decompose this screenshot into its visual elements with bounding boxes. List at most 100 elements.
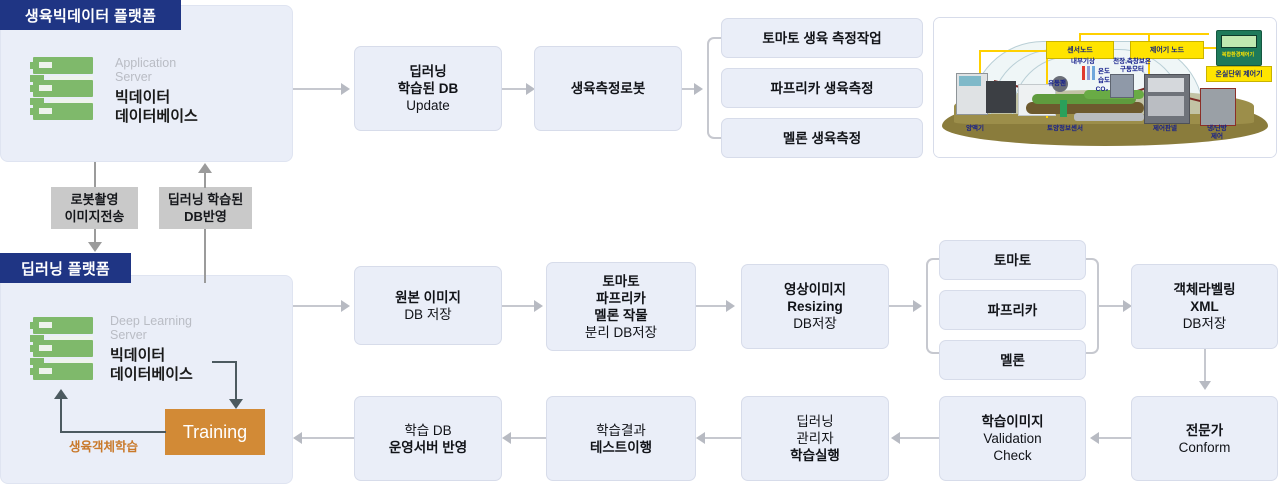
flow-arrowhead [1123, 300, 1132, 312]
process-box-text: 토마토 생육 측정작업 [762, 30, 882, 46]
fan-icon [1052, 76, 1068, 92]
process-box-tomato[interactable]: 토마토 [939, 240, 1086, 280]
crop-row-icon [1032, 94, 1136, 104]
process-box-dl-db-update[interactable]: 딥러닝 학습된 DB Update [354, 46, 502, 131]
link-chip-db-reflect: 딥러닝 학습된 DB반영 [159, 187, 252, 229]
bigdata-to-deeplearning-arrowhead [88, 242, 102, 252]
greenhouse-wire [1148, 56, 1150, 88]
process-box-text: 토마토 [993, 252, 1032, 268]
label-humidity: 습도 [1098, 77, 1110, 84]
flow-arrowhead [694, 83, 703, 95]
process-box-crop-split-db[interactable]: 토마토 파프리카 멜론 작물 분리 DB저장 [546, 262, 696, 351]
process-box-text: 멜론 [1000, 352, 1025, 368]
flow-connector [300, 437, 354, 439]
process-box-growth-robot[interactable]: 생육측정로봇 [534, 46, 682, 131]
flow-arrowhead [293, 432, 302, 444]
server-role-text: Deep Learning Server [110, 314, 193, 342]
flow-arrowhead [526, 83, 535, 95]
process-box-text: 파프리카 생육측정 [770, 80, 874, 96]
label-control-panel: 제어판넬 [1153, 125, 1177, 132]
process-box-expert-conform[interactable]: 전문가 Conform [1131, 396, 1278, 481]
flow-arrowhead [341, 300, 350, 312]
link-chip-label: 로봇촬영 이미지전송 [64, 192, 125, 224]
process-box-text: 학습이미지 Validation Check [981, 414, 1044, 463]
flow-arrowhead [696, 432, 705, 444]
process-box-paprika[interactable]: 파프리카 [939, 290, 1086, 330]
flow-connector [898, 437, 939, 439]
greenhouse-diagram: 복합환경제어기 센서노드 제어기 노드 온실단위 제어기 내부기상 천장,측창보… [934, 18, 1276, 157]
training-inbound-connector [212, 361, 237, 363]
flow-arrowhead [913, 300, 922, 312]
process-box-tomato-measure[interactable]: 토마토 생육 측정작업 [721, 18, 923, 58]
process-box-text: 멜론 생육측정 [782, 130, 862, 146]
training-inbound-connector [235, 361, 237, 401]
label-soil-sensor: 토양정보센서 [1047, 125, 1083, 132]
platform-tab-label-deeplearning: 딥러닝 플랫폼 [20, 260, 111, 278]
branch-bracket-top [707, 37, 721, 139]
hvac-photo-icon [1200, 88, 1236, 126]
server-role-caption-deeplearning: Deep Learning Server [110, 314, 285, 342]
flow-connector [1204, 349, 1206, 383]
flow-arrowhead [341, 83, 350, 95]
server-name-caption-deeplearning: 빅데이터 데이터베이스 [110, 346, 285, 384]
flow-connector [293, 305, 342, 307]
process-box-melon-measure[interactable]: 멜론 생육측정 [721, 118, 923, 158]
environment-controller-screen [1221, 35, 1257, 48]
control-panel-screen [1148, 78, 1184, 92]
flow-arrowhead [534, 300, 543, 312]
process-box-text: 파프리카 [987, 302, 1038, 318]
process-box-text: 딥러닝 관리자 학습실행 [790, 414, 840, 463]
label-internal-weather: 내부기상 [1071, 58, 1095, 65]
bigdata-to-deeplearning-connector [94, 229, 96, 243]
process-box-text: 학습 DB 운영서버 반영 [388, 422, 468, 455]
deeplearning-to-bigdata-connector [204, 172, 206, 188]
process-box-paprika-measure[interactable]: 파프리카 생육측정 [721, 68, 923, 108]
label-temperature: 온도 [1098, 68, 1110, 75]
training-loop-connector [60, 431, 166, 433]
branch-merge-bracket [1086, 258, 1099, 354]
control-panel-screen [1148, 96, 1184, 116]
callout-greenhouse-unit-controller: 온실단위 제어기 [1206, 66, 1272, 82]
process-box-text: 생육측정로봇 [570, 81, 646, 96]
server-role-text: Application Server [115, 56, 177, 84]
link-chip-label: 딥러닝 학습된 DB반영 [167, 192, 244, 224]
thermometer-icon [1082, 66, 1085, 80]
greenhouse-wire [1079, 33, 1209, 35]
soil-sensor-icon [1060, 100, 1067, 117]
flow-connector [502, 305, 536, 307]
process-box-melon[interactable]: 멜론 [939, 340, 1086, 380]
flow-connector [889, 305, 915, 307]
flow-arrowhead [726, 300, 735, 312]
flow-arrowhead [891, 432, 900, 444]
process-box-train-db-deploy[interactable]: 학습 DB 운영서버 반영 [354, 396, 502, 481]
process-box-dl-manager-run[interactable]: 딥러닝 관리자 학습실행 [741, 396, 889, 481]
server-icon [30, 317, 93, 380]
label-nutrient-machine: 양액기 [966, 125, 984, 132]
label-hvac-control: 냉/난방 제어 [1207, 125, 1227, 140]
process-box-text: 원본 이미지 DB 저장 [395, 289, 461, 322]
flow-connector [1099, 305, 1125, 307]
nutrient-machine-icon [959, 76, 981, 86]
process-box-original-image-db[interactable]: 원본 이미지 DB 저장 [354, 266, 502, 345]
server-icon [30, 57, 93, 120]
training-label: Training [182, 422, 248, 442]
process-box-train-result-test[interactable]: 학습결과 테스트이행 [546, 396, 696, 481]
training-loop-connector [60, 398, 62, 432]
flow-connector [703, 437, 741, 439]
platform-tab-bigdata: 생육빅데이터 플랫폼 [0, 0, 181, 30]
greenhouse-wire [979, 50, 981, 86]
platform-tab-label-bigdata: 생육빅데이터 플랫폼 [24, 7, 157, 25]
training-button[interactable]: Training [165, 409, 265, 455]
process-box-text: 객체라벨링 XML DB저장 [1173, 282, 1236, 331]
greenhouse-wire [979, 50, 1079, 52]
callout-sensor-node: 센서노드 [1046, 41, 1114, 59]
training-inbound-arrowhead [229, 399, 243, 409]
process-box-validation-check[interactable]: 학습이미지 Validation Check [939, 396, 1086, 481]
flow-connector [696, 305, 728, 307]
crop-bed-icon [1026, 102, 1144, 114]
process-box-text: 전문가 Conform [1178, 422, 1231, 455]
bigdata-to-deeplearning-connector [94, 162, 96, 187]
process-box-object-labeling-xml[interactable]: 객체라벨링 XML DB저장 [1131, 264, 1278, 349]
flow-arrowhead [1199, 381, 1211, 390]
process-box-image-resizing[interactable]: 영상이미지 Resizing DB저장 [741, 264, 889, 349]
